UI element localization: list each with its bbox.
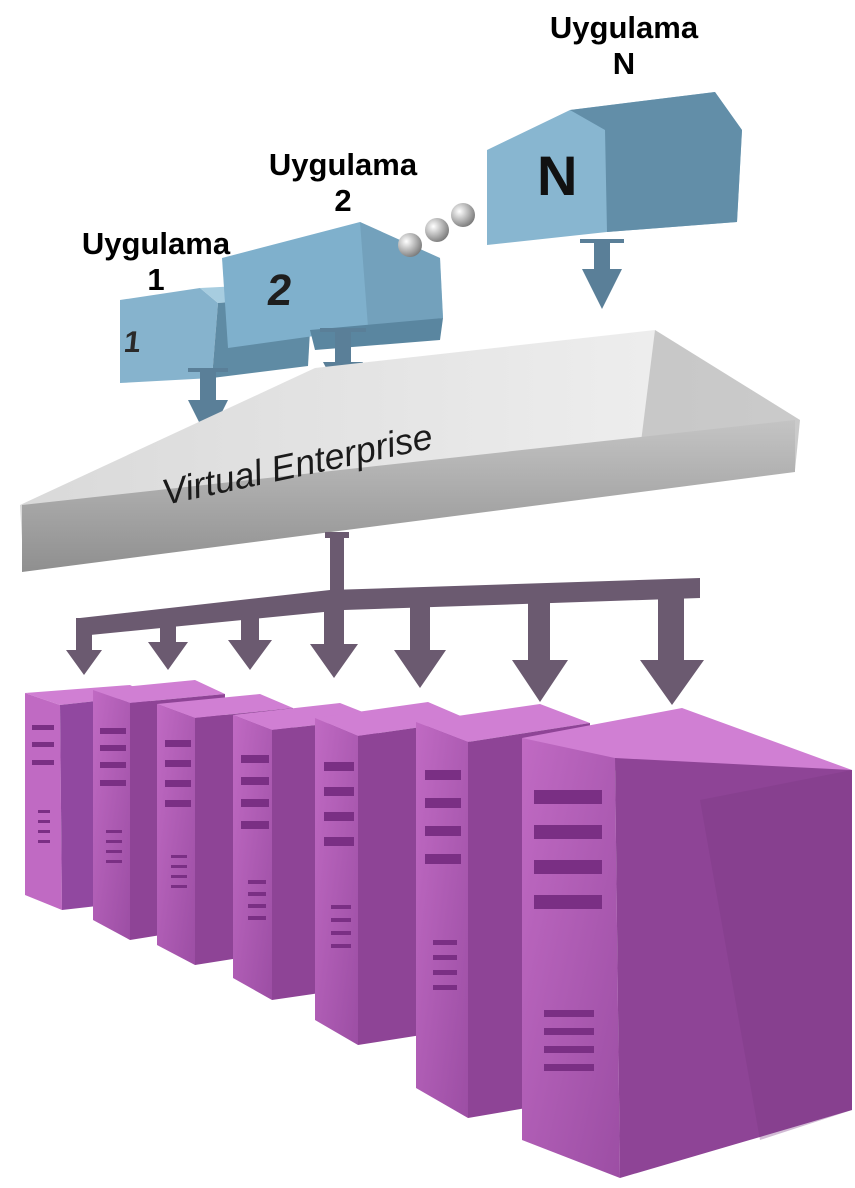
label-app-1-line2: 1	[147, 262, 165, 297]
label-app-n-line2: N	[612, 46, 636, 81]
label-app-n: Uygulama N	[524, 10, 724, 82]
box-1-number: 1	[122, 326, 142, 359]
label-app-1: Uygulama 1	[56, 226, 256, 298]
arrow-app1	[188, 368, 228, 440]
ellipsis-connector	[398, 203, 475, 257]
virtual-enterprise-platform: Virtual Enterprise	[20, 330, 800, 572]
distribution-arrows	[66, 532, 704, 705]
app-box-2: 2	[222, 222, 443, 350]
box-2-number: 2	[265, 266, 295, 315]
label-app-1-line1: Uygulama	[81, 226, 231, 261]
label-app-2-line1: Uygulama	[268, 147, 418, 182]
box-n-letter: N	[537, 144, 577, 207]
app-arrows	[188, 239, 624, 440]
label-app-n-line1: Uygulama	[549, 10, 699, 45]
label-app-2-line2: 2	[334, 183, 352, 218]
label-app-2: Uygulama 2	[243, 147, 443, 219]
arrow-app-n	[580, 239, 624, 309]
app-box-n: N	[487, 92, 742, 245]
arrow-app2	[320, 328, 366, 400]
server-rack	[25, 680, 852, 1178]
server-7	[522, 708, 852, 1178]
